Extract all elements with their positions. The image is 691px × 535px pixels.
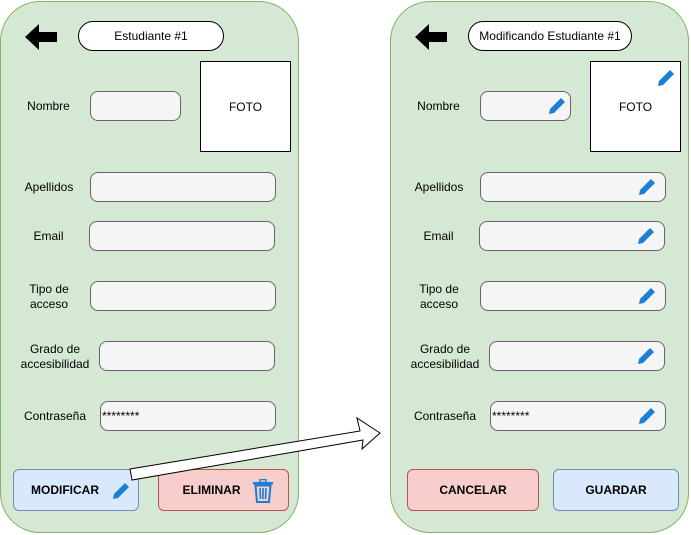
pencil-icon xyxy=(639,288,655,304)
pencil-icon xyxy=(639,408,655,424)
password-input[interactable]: ******** xyxy=(490,401,666,431)
label-tipo-acceso: Tipo de acceso xyxy=(29,282,69,311)
screen-title: Modificando Estudiante #1 xyxy=(468,21,632,51)
back-arrow-icon[interactable] xyxy=(25,24,59,50)
edit-student-screen: Modificando Estudiante #1 FOTO Nombre Ap… xyxy=(390,1,689,533)
pencil-icon xyxy=(113,483,129,499)
delete-button-label: ELIMINAR xyxy=(182,483,241,497)
apellidos-input[interactable] xyxy=(480,172,666,202)
pencil-icon xyxy=(549,98,565,114)
label-apellidos: Apellidos xyxy=(414,180,464,194)
label-nombre: Nombre xyxy=(417,99,460,113)
modify-button-label: MODIFICAR xyxy=(31,483,99,497)
password-value: ******** xyxy=(102,409,140,423)
apellidos-field xyxy=(90,172,276,202)
label-contrasena: Contraseña xyxy=(413,409,477,423)
label-contrasena: Contraseña xyxy=(23,409,87,423)
email-input[interactable] xyxy=(479,221,665,251)
label-email: Email xyxy=(423,229,454,243)
trash-icon[interactable] xyxy=(252,479,274,503)
label-tipo-acceso: Tipo de acceso xyxy=(419,282,459,311)
email-field xyxy=(89,221,275,251)
back-arrow-icon[interactable] xyxy=(415,24,449,50)
tipo-acceso-field xyxy=(90,281,276,311)
save-button[interactable]: GUARDAR xyxy=(553,469,679,511)
screen-title: Estudiante #1 xyxy=(78,21,224,51)
student-detail-screen: Estudiante #1 FOTO Nombre Apellidos Emai… xyxy=(0,1,299,533)
delete-button[interactable]: ELIMINAR xyxy=(158,469,289,511)
label-grado-accesibilidad: Grado de accesibilidad xyxy=(410,342,480,371)
photo-label: FOTO xyxy=(618,99,653,114)
password-field: ******** xyxy=(100,401,276,431)
nombre-input[interactable] xyxy=(480,91,571,121)
label-grado-accesibilidad: Grado de accesibilidad xyxy=(20,342,90,371)
modify-button[interactable]: MODIFICAR xyxy=(13,469,139,511)
pencil-icon xyxy=(638,228,654,244)
pencil-icon[interactable] xyxy=(656,68,676,88)
tipo-acceso-input[interactable] xyxy=(480,281,666,311)
photo-box[interactable]: FOTO xyxy=(590,61,681,152)
cancel-button[interactable]: CANCELAR xyxy=(407,469,539,511)
password-value: ******** xyxy=(492,409,530,423)
grado-accesibilidad-field xyxy=(99,341,275,371)
label-email: Email xyxy=(33,229,64,243)
pencil-icon xyxy=(639,179,655,195)
label-nombre: Nombre xyxy=(27,99,70,113)
nombre-field xyxy=(90,91,181,121)
pencil-icon xyxy=(638,348,654,364)
photo-label: FOTO xyxy=(228,99,263,114)
label-apellidos: Apellidos xyxy=(24,180,74,194)
photo-box: FOTO xyxy=(200,61,291,152)
grado-accesibilidad-input[interactable] xyxy=(489,341,665,371)
